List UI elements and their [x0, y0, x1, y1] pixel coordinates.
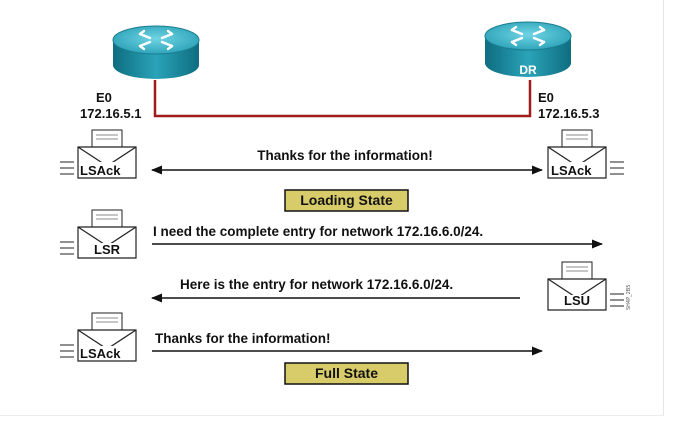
right-lsack-label-1: LSAck: [551, 163, 592, 178]
exchange-1-message: Thanks for the information!: [257, 148, 433, 163]
right-router: DR: [484, 21, 572, 77]
full-state-label: Full State: [315, 365, 378, 381]
left-router: [112, 25, 200, 79]
right-router-arrows-icon: [510, 25, 546, 47]
left-interface-address: 172.16.5.1: [80, 106, 141, 121]
left-lsack-envelope-icon: [60, 129, 137, 179]
left-lsack-label-1: LSAck: [80, 163, 121, 178]
left-interface-label: E0: [96, 90, 112, 105]
exchange-2-message: I need the complete entry for network 17…: [153, 224, 483, 239]
lsr-label: LSR: [94, 242, 121, 257]
loading-state-badge: Loading State: [284, 189, 409, 212]
left-router-arrows-icon: [138, 29, 174, 51]
loading-state-label: Loading State: [300, 192, 393, 208]
full-state-badge: Full State: [284, 362, 409, 385]
lsr-envelope-icon: [60, 209, 137, 259]
exchange-4-message: Thanks for the information!: [155, 331, 331, 346]
left-router-top: [112, 25, 200, 55]
lsu-label: LSU: [564, 293, 590, 308]
slide-bottom-border: [0, 415, 664, 416]
right-interface-address: 172.16.5.3: [538, 106, 599, 121]
right-router-top: [484, 21, 572, 51]
right-lsack-envelope-icon: [547, 129, 624, 179]
bottom-lsack-envelope-icon: [60, 312, 137, 362]
lsu-envelope-icon: [547, 261, 624, 311]
exchange-3-message: Here is the entry for network 172.16.6.0…: [180, 277, 453, 292]
right-router-label: DR: [519, 63, 537, 77]
ethernet-link: [153, 80, 532, 118]
figure-code: SH4P_2B5: [626, 285, 632, 310]
slide-right-border: [663, 0, 664, 416]
right-interface-label: E0: [538, 90, 554, 105]
bottom-lsack-label: LSAck: [80, 346, 121, 361]
